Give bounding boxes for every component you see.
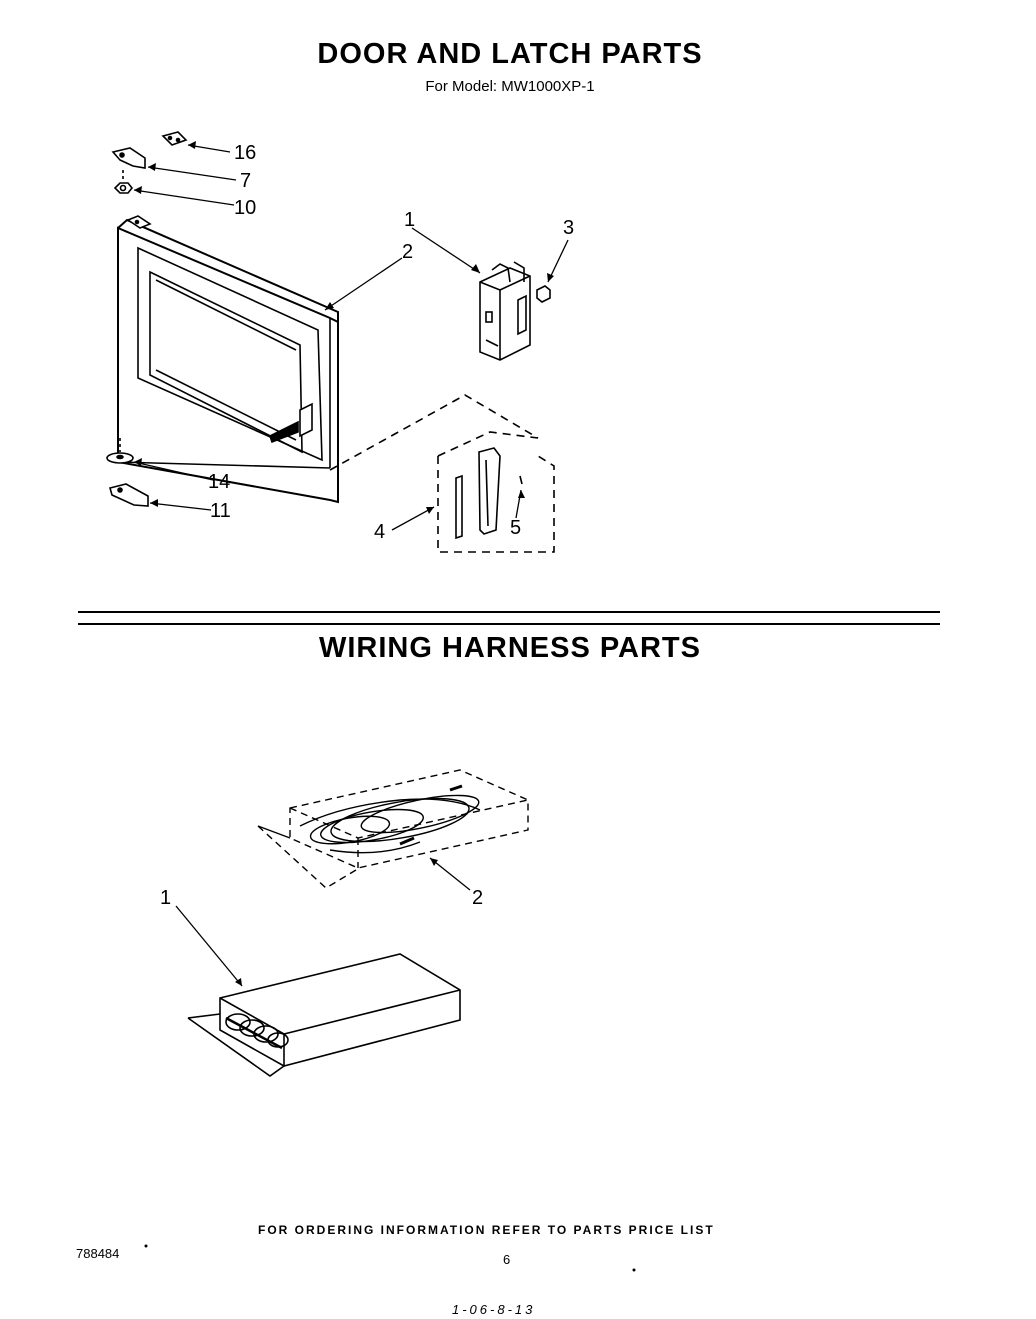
callout-wiring-1: 1 <box>160 887 172 909</box>
callout-10: 10 <box>234 197 257 219</box>
page-number: 6 <box>503 1252 511 1267</box>
part-7-shape <box>111 147 146 169</box>
wiring-arrowheads <box>235 858 438 986</box>
callout-16: 16 <box>234 142 257 164</box>
part-3-shape <box>536 285 551 303</box>
door-leaders <box>133 144 569 531</box>
footer-mark <box>144 1244 148 1248</box>
part-11-shape <box>109 483 149 507</box>
part-14-shape <box>106 438 134 464</box>
callout-wiring-2: 2 <box>472 887 484 909</box>
callout-11: 11 <box>210 500 231 522</box>
part-5-shape <box>519 475 523 485</box>
footer-dot <box>632 1268 636 1272</box>
doc-number: 788484 <box>76 1246 120 1261</box>
part-4-outline <box>437 431 555 553</box>
door-panel-shape <box>117 215 339 504</box>
handwritten-note: 1-06-8-13 <box>452 1302 536 1317</box>
wiring-leaders <box>175 857 471 987</box>
callout-3: 3 <box>563 217 575 239</box>
model-subtitle: For Model: MW1000XP-1 <box>425 78 595 95</box>
callout-4: 4 <box>374 521 386 543</box>
callout-5: 5 <box>510 517 522 539</box>
harness-part-2-shape <box>257 769 529 889</box>
part-16-shape <box>161 131 188 146</box>
harness-part-1-shape <box>187 953 461 1077</box>
callout-1-latch: 1 <box>404 209 416 231</box>
ordering-note: FOR ORDERING INFORMATION REFER TO PARTS … <box>258 1223 715 1237</box>
wiring-section-title: WIRING HARNESS PARTS <box>319 632 701 664</box>
callout-2-door: 2 <box>402 241 414 263</box>
part-10-shape <box>113 182 134 194</box>
callout-14: 14 <box>208 471 231 493</box>
part-4-shape <box>455 447 501 540</box>
callout-7: 7 <box>240 170 252 192</box>
door-section-title: DOOR AND LATCH PARTS <box>317 38 703 70</box>
part-1-shape <box>479 261 531 361</box>
door-arrowheads <box>134 141 554 514</box>
